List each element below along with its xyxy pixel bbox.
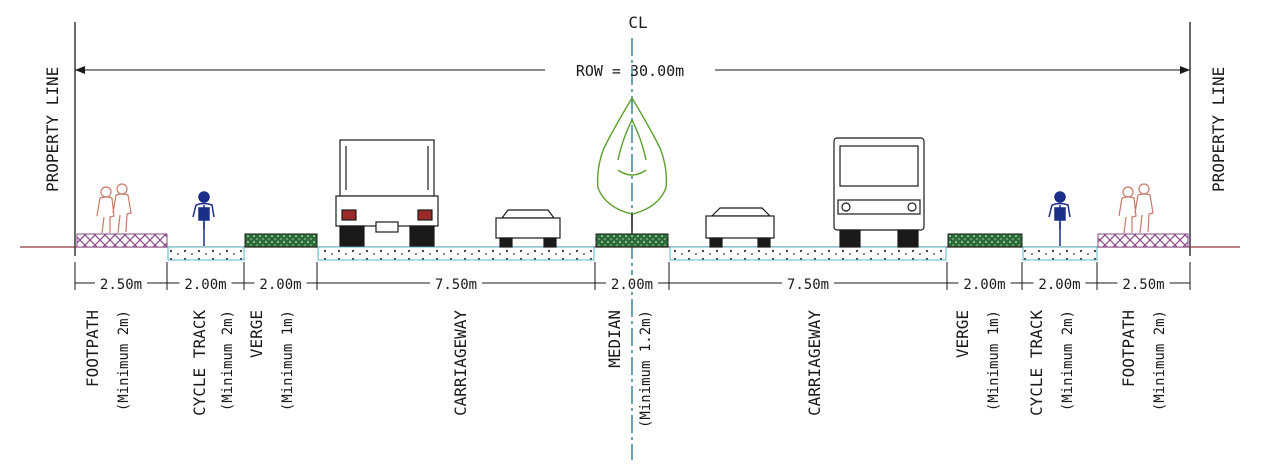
pedestrian-icon [1118,183,1154,234]
carriageway-surface-left [317,246,595,261]
segment-name-label: CYCLE TRACK [190,310,209,416]
segment-name-label: MEDIAN [605,310,624,368]
segment-note-label: (Minimum 2m) [1152,310,1168,411]
segment-dimension-label: 2.50m [100,277,142,293]
car-icon [705,207,775,248]
segment-name-label: VERGE [247,310,266,358]
road-surfaces [76,233,1189,261]
segment-name-label: FOOTPATH [1119,310,1138,387]
segment-dimension-label: 7.50m [787,277,829,293]
segment-note-label: (Minimum 1m) [986,310,1002,411]
segment-note-label: (Minimum 2m) [1060,310,1076,411]
segment-name-label: VERGE [953,310,972,358]
segment-name-label: CARRIAGEWAY [805,310,824,416]
segment-dimension-label: 2.00m [611,277,653,293]
tree-icon [596,96,668,234]
segment-name-label: CARRIAGEWAY [451,310,470,416]
segment-dimension-label: 2.50m [1122,277,1164,293]
property-line-right-label: PROPERTY LINE [1209,67,1228,192]
footpath-surface-right [1097,233,1189,248]
row-label: ROW = 30.00m [576,62,684,80]
property-line-right: PROPERTY LINE [1189,22,1228,256]
segment-name-label: CYCLE TRACK [1027,310,1046,416]
verge-surface-right [947,233,1023,248]
segment-dimension-label: 2.00m [184,277,226,293]
property-line-left-label: PROPERTY LINE [43,67,62,192]
footpath-surface-left [76,233,168,248]
centerline-label: CL [628,13,647,32]
centerline: CL [628,13,648,460]
cyclist-icon [1048,191,1071,246]
segment-dimension-label: 7.50m [435,277,477,293]
bus-icon [833,137,925,248]
segment-name-label: FOOTPATH [83,310,102,387]
truck-icon [335,139,439,247]
carriageway-surface-right [669,246,947,261]
pedestrian-icon [96,183,132,234]
segment-dimension-label: 2.00m [259,277,301,293]
cycle-track-surface-left [167,246,245,261]
car-icon [495,209,561,248]
cyclist-icon [192,191,215,246]
median-surface [595,233,669,248]
row-dimension: ROW = 30.00m [75,62,1190,80]
segment-note-label: (Minimum 2m) [220,310,236,411]
segment-note-label: (Minimum 1m) [280,310,296,411]
segment-note-label: (Minimum 1.2m) [638,310,654,428]
segment-dimension-label: 2.00m [1038,277,1080,293]
property-line-left: PROPERTY LINE [43,22,76,256]
cycle-track-surface-right [1022,246,1098,261]
segment-dimension-label: 2.00m [963,277,1005,293]
verge-surface-left [244,233,318,248]
segment-note-label: (Minimum 2m) [116,310,132,411]
